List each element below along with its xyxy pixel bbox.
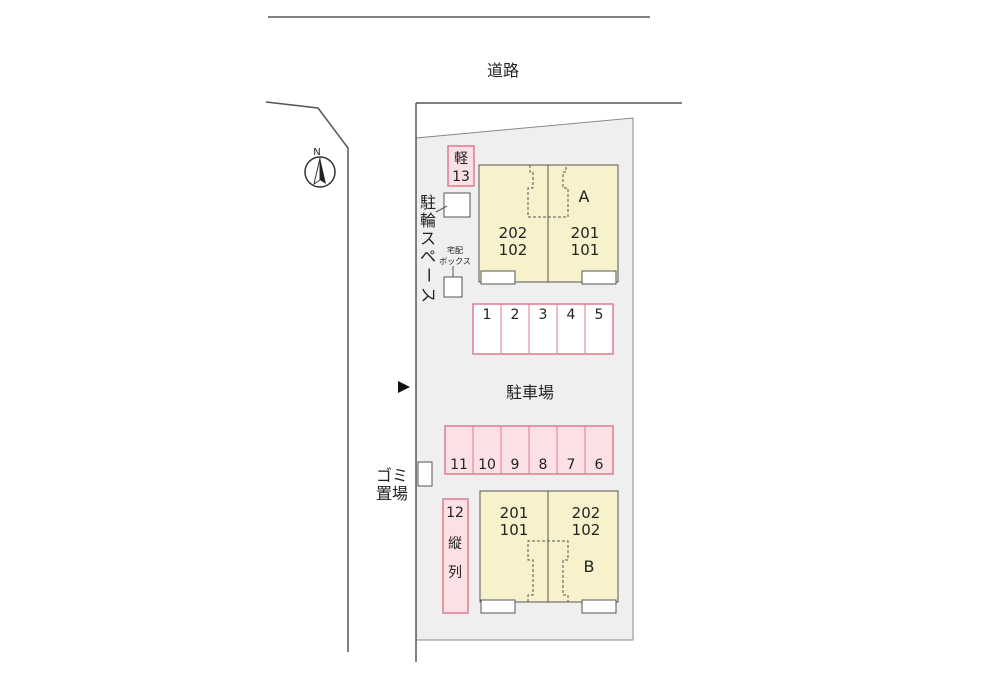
- building-a-name: A: [579, 187, 590, 206]
- kei-parking-slot: [447, 145, 475, 187]
- building-a: A 202 102 201 101: [478, 164, 619, 285]
- bicycle-label-char: ス: [420, 229, 436, 248]
- entrance-arrow-icon: [398, 381, 410, 393]
- parking-slot-label: 10: [478, 457, 496, 473]
- west-road-line: [265, 101, 349, 652]
- parking-slot-label: 11: [450, 457, 468, 473]
- balcony: [480, 270, 516, 285]
- parking-slot-label: 9: [511, 457, 520, 473]
- tandem-parking-label-1: 縦: [448, 536, 462, 552]
- bicycle-leader-line: [435, 205, 448, 213]
- parking-row-bottom: 11 10 9 8 7 6: [444, 425, 614, 475]
- building-a-unit-202: 202: [499, 224, 528, 242]
- delivery-box-label-line1: 宅配: [447, 245, 463, 255]
- delivery-box: [443, 276, 463, 298]
- tandem-parking-number: 12: [446, 505, 464, 521]
- balcony: [581, 270, 617, 285]
- building-b-name: B: [584, 557, 595, 576]
- garbage-box: [417, 461, 433, 487]
- kei-parking-label: 軽: [454, 151, 468, 167]
- parking-slot-label: 6: [595, 457, 604, 473]
- north-label: N: [313, 147, 320, 158]
- parking-row-top: 1 2 3 4 5: [472, 303, 614, 355]
- parking-slot-label: 3: [539, 307, 548, 323]
- building-a-unit-102: 102: [499, 241, 528, 259]
- road-label: 道路: [487, 61, 519, 80]
- kei-parking-number: 13: [452, 169, 470, 185]
- parking-slot-label: 7: [567, 457, 576, 473]
- bicycle-label-char: 駐: [420, 193, 436, 212]
- bicycle-label-char: 輪: [420, 211, 436, 230]
- building-a-unit-101: 101: [571, 241, 600, 259]
- parking-slot-label: 2: [511, 307, 520, 323]
- building-b-unit-201: 201: [500, 504, 529, 522]
- parking-slot-label: 8: [539, 457, 548, 473]
- garbage-label-line2: 置場: [376, 484, 408, 503]
- bicycle-label-char: ペ: [420, 247, 436, 266]
- compass-icon: N: [304, 147, 336, 188]
- tandem-parking-slot: [442, 498, 469, 614]
- delivery-box-label-line2: ボックス: [439, 257, 471, 266]
- building-b: 201 101 202 102 B: [479, 490, 619, 614]
- building-b-unit-102: 102: [572, 521, 601, 539]
- balcony: [581, 599, 617, 614]
- parking-slot-label: 5: [595, 307, 604, 323]
- parking-slot-label: 1: [483, 307, 492, 323]
- building-b-unit-101: 101: [500, 521, 529, 539]
- parking-lot-label: 駐車場: [506, 383, 554, 402]
- parking-slot-label: 4: [567, 307, 576, 323]
- building-a-unit-201: 201: [571, 224, 600, 242]
- building-b-unit-202: 202: [572, 504, 601, 522]
- balcony: [480, 599, 516, 614]
- bicycle-label-char: ス: [419, 287, 438, 303]
- bicycle-label-char: ー: [419, 267, 438, 283]
- tandem-parking-label-2: 列: [448, 565, 462, 581]
- bicycle-space-label: 駐 輪 ス ペ ー ス: [419, 193, 438, 303]
- garbage-label-line1: ゴミ: [376, 466, 408, 485]
- bicycle-space-box: [443, 192, 471, 218]
